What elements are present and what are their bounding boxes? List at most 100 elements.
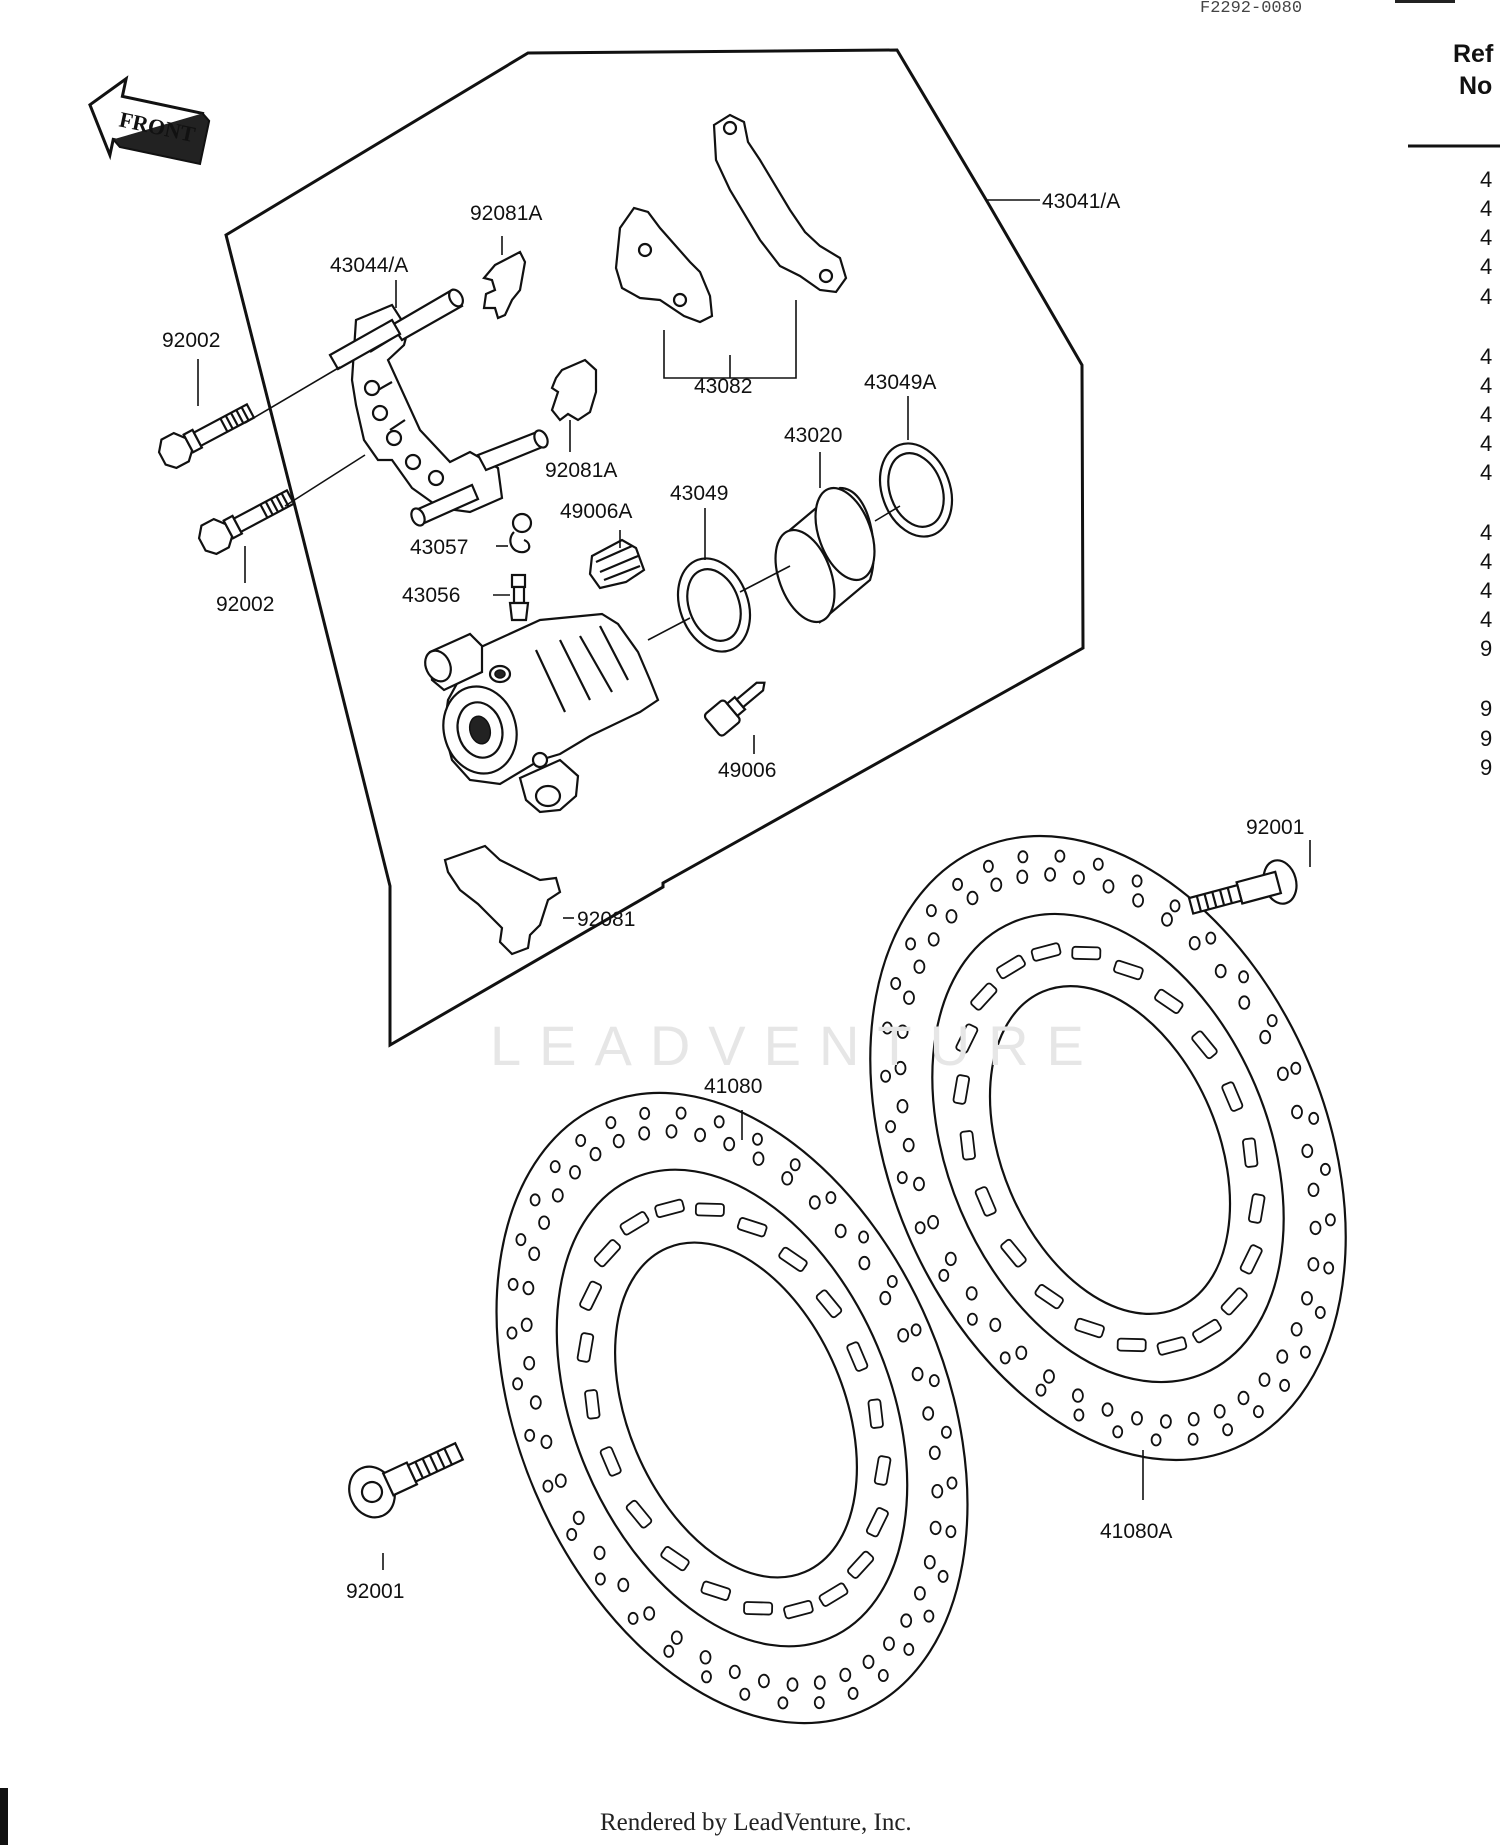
vent-hole [1325, 1213, 1336, 1227]
label-43044A: 43044/A [330, 254, 408, 277]
vent-hole [1307, 1257, 1320, 1272]
vent-hole [572, 1510, 585, 1526]
label-41080: 41080 [704, 1075, 762, 1098]
vent-hole [913, 959, 926, 974]
vent-hole [1015, 1345, 1028, 1361]
label-92002-bottom: 92002 [216, 593, 274, 616]
vent-hole [880, 1069, 891, 1083]
vent-hole [1101, 1402, 1114, 1417]
rotor-cutout [654, 1198, 685, 1219]
edge-mark [0, 1788, 8, 1845]
vent-hole [944, 1251, 957, 1267]
vent-hole [858, 1255, 871, 1271]
vent-hole [1017, 850, 1029, 864]
ref-header-line2: No [1459, 72, 1492, 100]
vent-hole [879, 1290, 892, 1306]
vent-hole [1161, 912, 1173, 927]
front-direction-arrow: FRONT [88, 75, 211, 166]
ref-header-line1: Ref [1453, 40, 1494, 68]
label-43082: 43082 [694, 375, 752, 398]
caliper-bracket-icon [328, 288, 549, 527]
vent-hole [1253, 1405, 1264, 1419]
rotor-cutout [959, 1130, 976, 1161]
disc-bolt-92001-left-icon [348, 1441, 465, 1519]
vent-hole [1301, 1143, 1314, 1159]
bleeder-valve-43056-icon [508, 573, 530, 622]
rotor-cutout [599, 1446, 622, 1477]
ref-row-number: 4 [1480, 431, 1492, 456]
rotor-cutout [778, 1246, 808, 1272]
vent-hole [928, 1374, 940, 1388]
vent-hole [883, 1636, 895, 1651]
vent-hole [540, 1434, 553, 1450]
rotor-cutout [873, 1455, 892, 1486]
vent-hole [1131, 874, 1143, 888]
rotor-cutout [694, 1202, 725, 1217]
footer-credit: Rendered by LeadVenture, Inc. [600, 1809, 912, 1836]
vent-hole [813, 1675, 826, 1690]
vent-hole [1277, 1066, 1289, 1082]
pin-boot-49006A-icon [588, 538, 646, 590]
vent-hole [1073, 1408, 1085, 1422]
ref-row-number: 9 [1480, 696, 1492, 721]
label-92001-left: 92001 [346, 1580, 404, 1603]
ref-row-number: 4 [1480, 578, 1492, 603]
vent-hole [903, 990, 915, 1005]
vent-hole [789, 1158, 801, 1172]
rotor-cutout [660, 1546, 690, 1572]
vent-hole [897, 1328, 910, 1343]
ref-row-number: 4 [1480, 344, 1492, 369]
vent-hole [701, 1670, 712, 1684]
rotor-cutout [736, 1217, 768, 1238]
rotor-cutout [1000, 1238, 1027, 1268]
rotor-cutout [579, 1280, 603, 1311]
vent-hole [890, 977, 902, 991]
top-right-mark [1395, 0, 1455, 3]
rotor-cutout [865, 1507, 889, 1538]
pin-bolt-49006-icon [703, 681, 766, 737]
ref-row-number: 4 [1480, 254, 1492, 279]
ref-row-number: 4 [1480, 549, 1492, 574]
vent-hole [1073, 870, 1085, 885]
vent-hole [1187, 1411, 1200, 1427]
bolt-92002-bottom-icon [197, 488, 296, 556]
vent-hole [1237, 1390, 1250, 1406]
vent-hole [549, 1160, 561, 1174]
bleeder-cap-43057-icon [509, 512, 533, 554]
vent-hole [694, 1127, 706, 1143]
rotor-cutout [1074, 1317, 1105, 1339]
vent-hole [1187, 1432, 1199, 1446]
bolt-92002-top-icon [157, 402, 256, 470]
label-43041A: 43041/A [1042, 190, 1120, 213]
label-92081A-mid: 92081A [545, 459, 617, 482]
vent-hole [627, 1611, 639, 1625]
rotor-cutout [1034, 1284, 1064, 1310]
ref-row-number: 4 [1480, 167, 1492, 192]
ref-row-number: 4 [1480, 196, 1492, 221]
vent-hole [1291, 1104, 1303, 1120]
label-43049A: 43049A [864, 371, 936, 394]
rotor-cutout [1191, 1030, 1218, 1060]
pad-spring-92081A-top-icon [482, 250, 527, 320]
vent-hole [1169, 899, 1181, 913]
vent-hole [575, 1134, 587, 1148]
vent-hole [927, 1214, 939, 1230]
vent-hole [903, 1642, 915, 1656]
vent-hole [739, 1687, 751, 1701]
vent-hole [839, 1667, 852, 1683]
vent-hole [877, 1669, 889, 1683]
vent-hole [523, 1355, 536, 1371]
vent-hole [752, 1132, 763, 1146]
vent-hole [1054, 849, 1066, 863]
watermark: LEADVENTURE [490, 1014, 1102, 1077]
vent-hole [522, 1280, 535, 1296]
rotor-cutout [593, 1239, 621, 1268]
rotor-cutout [1220, 1287, 1248, 1316]
vent-hole [886, 1275, 898, 1289]
vent-hole [896, 1098, 909, 1114]
rotor-cutout [584, 1389, 601, 1420]
brake-disc-41080-icon [495, 1091, 969, 1725]
ref-row-number: 4 [1480, 373, 1492, 398]
ref-row-number: 4 [1480, 520, 1492, 545]
caliper-body-icon [424, 612, 660, 814]
